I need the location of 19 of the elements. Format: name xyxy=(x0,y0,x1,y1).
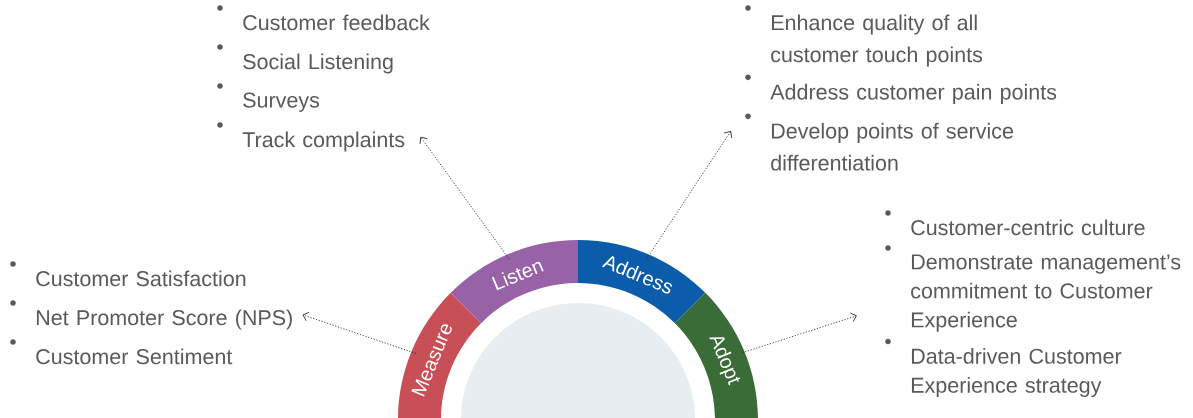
arrow xyxy=(646,130,733,260)
list-item: Customer feedback xyxy=(217,5,430,31)
list-item: Social Listening xyxy=(217,44,393,74)
arrow xyxy=(302,311,417,354)
ring-segment: Adopt xyxy=(674,292,758,418)
list-item: Demonstrate management’s commitment to Customer Experience xyxy=(885,245,1181,332)
list-item: Surveys xyxy=(217,83,320,112)
arrow xyxy=(741,312,857,354)
list-item: Customer-centric culture xyxy=(885,210,1145,236)
list-item: Data-driven Customer Experience strategy xyxy=(885,338,1122,398)
list-item: Customer Satisfaction xyxy=(10,261,246,287)
ring-segment: Listen xyxy=(450,240,578,324)
list-item: Track complaints xyxy=(217,122,405,152)
list-item: Develop points of service differentiation xyxy=(745,113,1013,171)
list-item: Enhance quality of all customer touch points xyxy=(745,5,983,67)
list-item: Net Promoter Score (NPS) xyxy=(10,300,292,330)
arrow xyxy=(419,136,510,260)
list-item: Customer Sentiment xyxy=(10,339,233,365)
list-item: Address customer pain points xyxy=(745,74,1057,104)
